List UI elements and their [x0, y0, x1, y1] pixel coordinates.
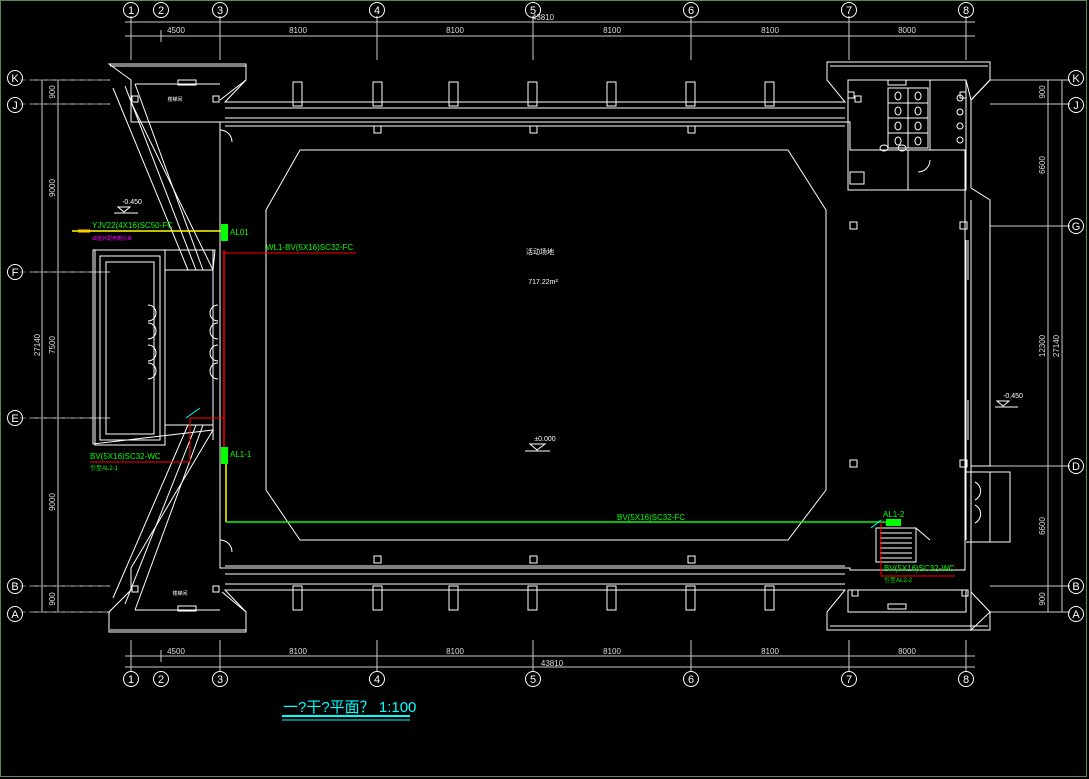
- electrical-texts: AL01 AL1-1 AL1-2 YJV22(4X16)SC50-FC 由室外配…: [90, 221, 955, 584]
- axis-bottom-3: 3: [217, 674, 223, 686]
- axis-top-3: 3: [217, 5, 223, 17]
- label-left-down-note: 引至AL2-1: [90, 464, 119, 472]
- building-walls: [92, 61, 1011, 633]
- axis-top-2: 2: [158, 5, 164, 17]
- dim-left-2: 9000: [48, 179, 57, 197]
- axis-bubbles-bottom: [123, 671, 974, 687]
- stair-label-bottom: 楼梯间: [172, 590, 187, 597]
- label-left-down: BV(5X16)SC32-WC: [90, 452, 161, 461]
- dim-right-3: 12300: [1038, 334, 1047, 357]
- axis-bottom-6: 6: [688, 674, 694, 686]
- axis-right-b: B: [1072, 581, 1079, 593]
- level-right: -0.450: [1003, 393, 1023, 400]
- label-incoming-cable: YJV22(4X16)SC50-FC: [92, 221, 173, 230]
- dim-bottom-2: 8100: [289, 647, 307, 656]
- label-right-down-note: 引至AL2-2: [884, 576, 913, 584]
- axis-right-j: J: [1073, 100, 1079, 112]
- axis-right-k: K: [1072, 73, 1080, 85]
- distribution-panels: [221, 224, 901, 526]
- axis-top-5: 5: [530, 5, 536, 17]
- dim-bottom-6: 8000: [898, 647, 916, 656]
- room-texts: 活动场地 717.22m² ±0.000 -0.450 -0.450 楼梯间 楼…: [122, 96, 1023, 597]
- bottom-dimension-lines: [125, 640, 975, 672]
- dim-bottom-total: 43810: [541, 659, 564, 668]
- dim-bottom-4: 8100: [603, 647, 621, 656]
- axis-bubbles-left: [7, 70, 23, 622]
- axis-top-4: 4: [374, 5, 380, 17]
- dim-right-4: 6600: [1038, 517, 1047, 535]
- axis-right-g: G: [1072, 221, 1081, 233]
- dim-left-total: 27140: [33, 333, 42, 356]
- axis-labels: 1 2 3 4 5 6 7 8 1 2 3 4 5 6 7 8 K J F E …: [11, 5, 1080, 686]
- dim-top-5: 8100: [761, 26, 779, 35]
- level-left: -0.450: [122, 199, 142, 206]
- axis-left-b: B: [11, 581, 18, 593]
- axis-bottom-4: 4: [374, 674, 380, 686]
- axis-right-a: A: [1072, 609, 1080, 621]
- dim-left-1: 900: [48, 85, 57, 99]
- dim-top-6: 8000: [898, 26, 916, 35]
- toilet-fixtures: [849, 87, 964, 185]
- panel-al1-2: [886, 519, 901, 526]
- axis-left-e: E: [11, 413, 18, 425]
- right-dimension-lines: [990, 79, 1070, 613]
- door-swings: [147, 129, 982, 553]
- label-bottom-run: BV(5X16)SC32-FC: [617, 513, 685, 522]
- dim-top-total: 43810: [532, 13, 555, 22]
- dim-top-2: 8100: [289, 26, 307, 35]
- dim-right-5: 900: [1038, 592, 1047, 606]
- axis-bottom-2: 2: [158, 674, 164, 686]
- panel-al01: [221, 224, 228, 241]
- dim-bottom-5: 8100: [761, 647, 779, 656]
- axis-right-d: D: [1072, 461, 1080, 473]
- columns: [131, 79, 969, 612]
- dim-right-total: 27140: [1052, 334, 1061, 357]
- label-incoming-note: 由室外配电箱引来: [92, 235, 132, 242]
- dim-left-3: 7500: [48, 336, 57, 354]
- dim-top-3: 8100: [446, 26, 464, 35]
- axis-bottom-1: 1: [128, 674, 134, 686]
- axis-top-1: 1: [128, 5, 134, 17]
- top-dimension-lines: [125, 16, 975, 60]
- dim-top-1: 4500: [167, 26, 185, 35]
- axis-top-8: 8: [963, 5, 969, 17]
- axis-left-j: J: [12, 100, 18, 112]
- axis-top-7: 7: [846, 5, 852, 17]
- dim-left-4: 9000: [48, 493, 57, 511]
- axis-top-6: 6: [688, 5, 694, 17]
- electrical-feeders: [72, 229, 955, 577]
- axis-left-f: F: [12, 267, 19, 279]
- room-name: 活动场地: [526, 247, 554, 256]
- level-main: ±0.000: [534, 436, 555, 443]
- dim-bottom-1: 4500: [167, 647, 185, 656]
- level-markers: [114, 206, 1018, 452]
- axis-bottom-5: 5: [530, 674, 536, 686]
- room-area: 717.22m²: [528, 279, 558, 286]
- label-right-down: BV(5X16)SC32-WC: [884, 564, 955, 573]
- axis-bottom-7: 7: [846, 674, 852, 686]
- axis-bubbles-top: [123, 2, 974, 18]
- axis-left-a: A: [11, 609, 19, 621]
- label-al1-1: AL1-1: [230, 450, 252, 459]
- stair-label-top: 楼梯间: [167, 96, 182, 103]
- court-outline: [265, 149, 827, 541]
- axis-left-k: K: [11, 73, 19, 85]
- dim-left-5: 900: [48, 592, 57, 606]
- axis-bubbles-right: [1068, 70, 1084, 622]
- dim-right-1: 900: [1038, 85, 1047, 99]
- dimension-texts: 43810 4500 8100 8100 8100 8100 8000 4381…: [33, 13, 1061, 668]
- axis-bottom-8: 8: [963, 674, 969, 686]
- label-al1-2: AL1-2: [883, 510, 905, 519]
- title-text: 一?干?平面？ 1:100: [283, 699, 416, 716]
- dim-right-2: 6600: [1038, 156, 1047, 174]
- label-al01: AL01: [230, 228, 249, 237]
- panel-al1-1: [221, 447, 228, 464]
- drawing-title: 一?干?平面？ 1:100: [282, 699, 416, 721]
- label-wl1: WL1-BV(5X16)SC32-FC: [266, 243, 353, 252]
- dim-top-4: 8100: [603, 26, 621, 35]
- dim-bottom-3: 8100: [446, 647, 464, 656]
